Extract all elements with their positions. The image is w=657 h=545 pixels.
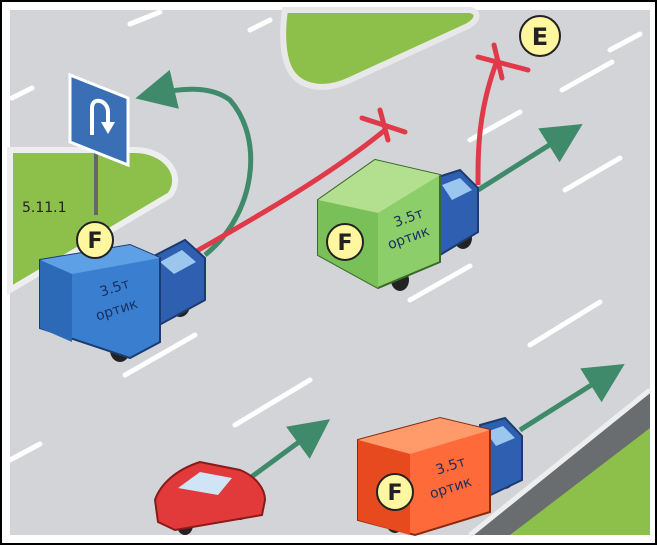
- svg-text:F: F: [87, 229, 102, 254]
- svg-text:F: F: [337, 231, 352, 256]
- sign-code: 5.11.1: [22, 200, 67, 216]
- svg-text:F: F: [387, 481, 402, 506]
- marker-f-blue: F: [77, 222, 113, 258]
- marker-f-red: F: [377, 474, 413, 510]
- marker-f-green: F: [327, 224, 363, 260]
- marker-e: E: [520, 16, 560, 56]
- svg-text:E: E: [532, 23, 548, 51]
- sign-post: [94, 150, 98, 215]
